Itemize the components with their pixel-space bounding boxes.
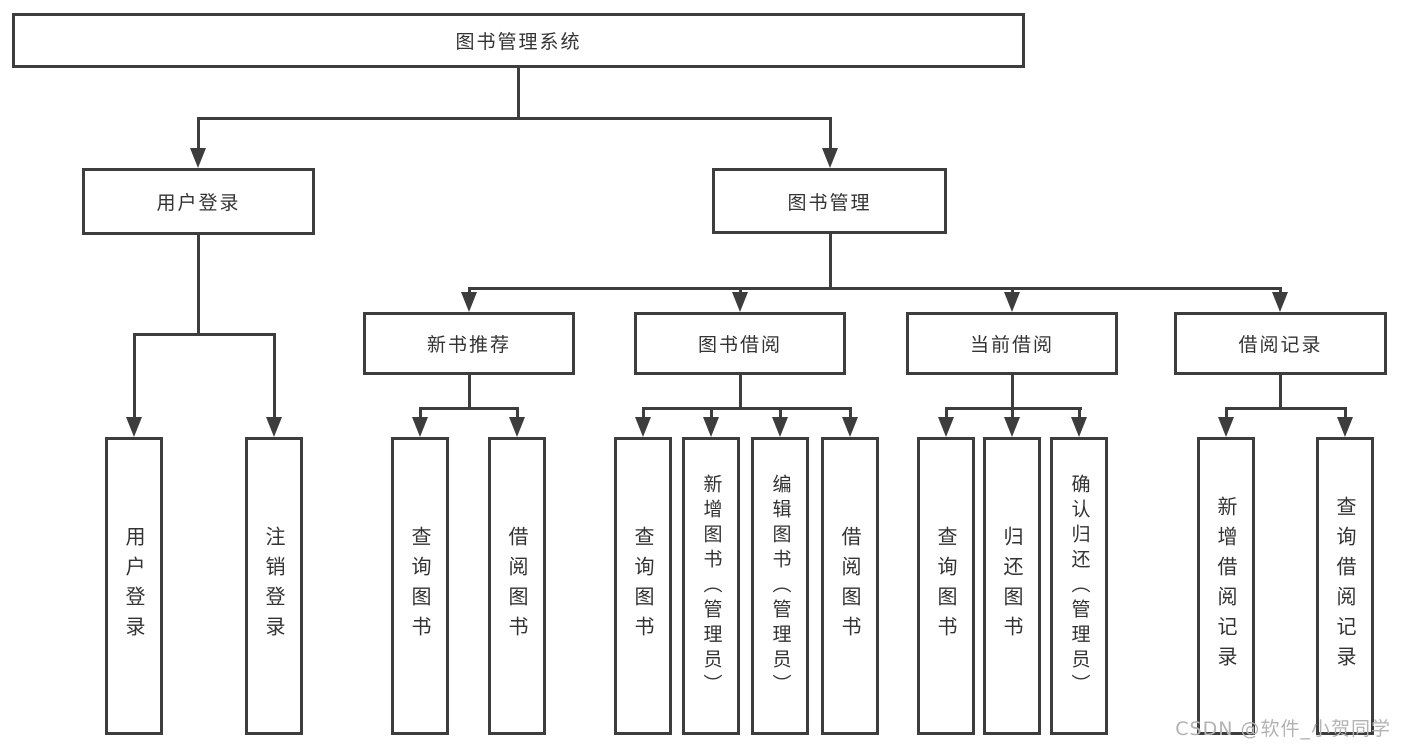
arrowhead-query-1-icon [412, 417, 428, 437]
node-root-system: 图书管理系统 [12, 13, 1025, 68]
node-leaf-logout: 注销登录 [245, 437, 303, 735]
conn-drop-add-book [710, 407, 713, 421]
node-leaf-add-books-admin: 新增图书（管理员） [682, 437, 740, 735]
conn-drop-leaf-logout [273, 333, 276, 419]
conn-drop-add-record [1225, 407, 1228, 421]
conn-drop-current [1011, 287, 1014, 296]
conn-borrowing-stem [739, 375, 742, 410]
arrowhead-borrow-2-icon [842, 417, 858, 437]
conn-borrowing-bar [642, 407, 852, 410]
arrowhead-user-login-icon [190, 148, 206, 168]
conn-recommend-stem [468, 375, 471, 410]
node-leaf-edit-books-admin: 编辑图书（管理员） [751, 437, 809, 735]
conn-drop-confirm-return [1078, 407, 1081, 421]
conn-recommend-bar [419, 407, 519, 410]
conn-drop-borrow-1 [516, 407, 519, 421]
arrowhead-borrowing-icon [732, 292, 748, 312]
conn-current-stem [1011, 375, 1014, 410]
node-new-book-recommend: 新书推荐 [363, 312, 575, 375]
conn-drop-book-mgmt [829, 117, 832, 150]
arrowhead-leaf-logout-icon [266, 417, 282, 437]
arrowhead-add-book-icon [703, 417, 719, 437]
node-leaf-user-login: 用户登录 [105, 437, 163, 735]
node-leaf-query-borrow-record: 查询借阅记录 [1316, 437, 1374, 735]
conn-drop-edit-book [779, 407, 782, 421]
node-leaf-borrow-books-recommend: 借阅图书 [488, 437, 546, 735]
conn-drop-query-2 [642, 407, 645, 421]
node-leaf-query-books-borrowing: 查询图书 [614, 437, 672, 735]
conn-drop-query-1 [419, 407, 422, 421]
conn-drop-borrowing [739, 287, 742, 296]
arrowhead-leaf-login-icon [126, 417, 142, 437]
conn-drop-return-book [1011, 407, 1014, 421]
csdn-watermark: CSDN @软件_小贺同学 [1175, 718, 1391, 740]
arrowhead-recommend-icon [461, 292, 477, 312]
node-user-login: 用户登录 [82, 168, 315, 235]
arrowhead-current-icon [1004, 292, 1020, 312]
conn-root-stem [517, 68, 520, 118]
arrowhead-book-mgmt-icon [822, 148, 838, 168]
arrowhead-query-2-icon [635, 417, 651, 437]
arrowhead-confirm-return-icon [1071, 417, 1087, 437]
node-book-borrowing: 图书借阅 [634, 312, 846, 375]
node-leaf-confirm-return-admin: 确认归还（管理员） [1050, 437, 1108, 735]
conn-drop-query-3 [945, 407, 948, 421]
conn-records-bar [1225, 407, 1347, 410]
arrowhead-add-record-icon [1218, 417, 1234, 437]
conn-drop-recommend [468, 287, 471, 296]
node-current-borrowing: 当前借阅 [906, 312, 1118, 375]
node-leaf-query-books-current: 查询图书 [917, 437, 975, 735]
node-borrowing-records: 借阅记录 [1174, 312, 1387, 375]
node-leaf-add-borrow-record: 新增借阅记录 [1197, 437, 1255, 735]
node-leaf-return-books: 归还图书 [983, 437, 1041, 735]
conn-level3-bar [468, 287, 1282, 290]
conn-drop-records [1279, 287, 1282, 296]
arrowhead-query-3-icon [938, 417, 954, 437]
arrowhead-edit-book-icon [772, 417, 788, 437]
arrowhead-return-book-icon [1004, 417, 1020, 437]
arrowhead-records-icon [1272, 292, 1288, 312]
conn-drop-user-login [197, 117, 200, 150]
conn-drop-borrow-2 [849, 407, 852, 421]
conn-user-login-bar [133, 333, 276, 336]
conn-records-stem [1279, 375, 1282, 410]
conn-book-mgmt-stem [829, 234, 832, 290]
conn-user-login-stem [197, 235, 200, 336]
conn-level2-bar [197, 117, 832, 120]
arrowhead-query-record-icon [1337, 417, 1353, 437]
node-leaf-borrow-books-borrowing: 借阅图书 [821, 437, 879, 735]
node-book-management: 图书管理 [712, 168, 947, 234]
arrowhead-borrow-1-icon [509, 417, 525, 437]
node-leaf-query-books-recommend: 查询图书 [391, 437, 449, 735]
conn-drop-query-record [1344, 407, 1347, 421]
conn-drop-leaf-login [133, 333, 136, 419]
